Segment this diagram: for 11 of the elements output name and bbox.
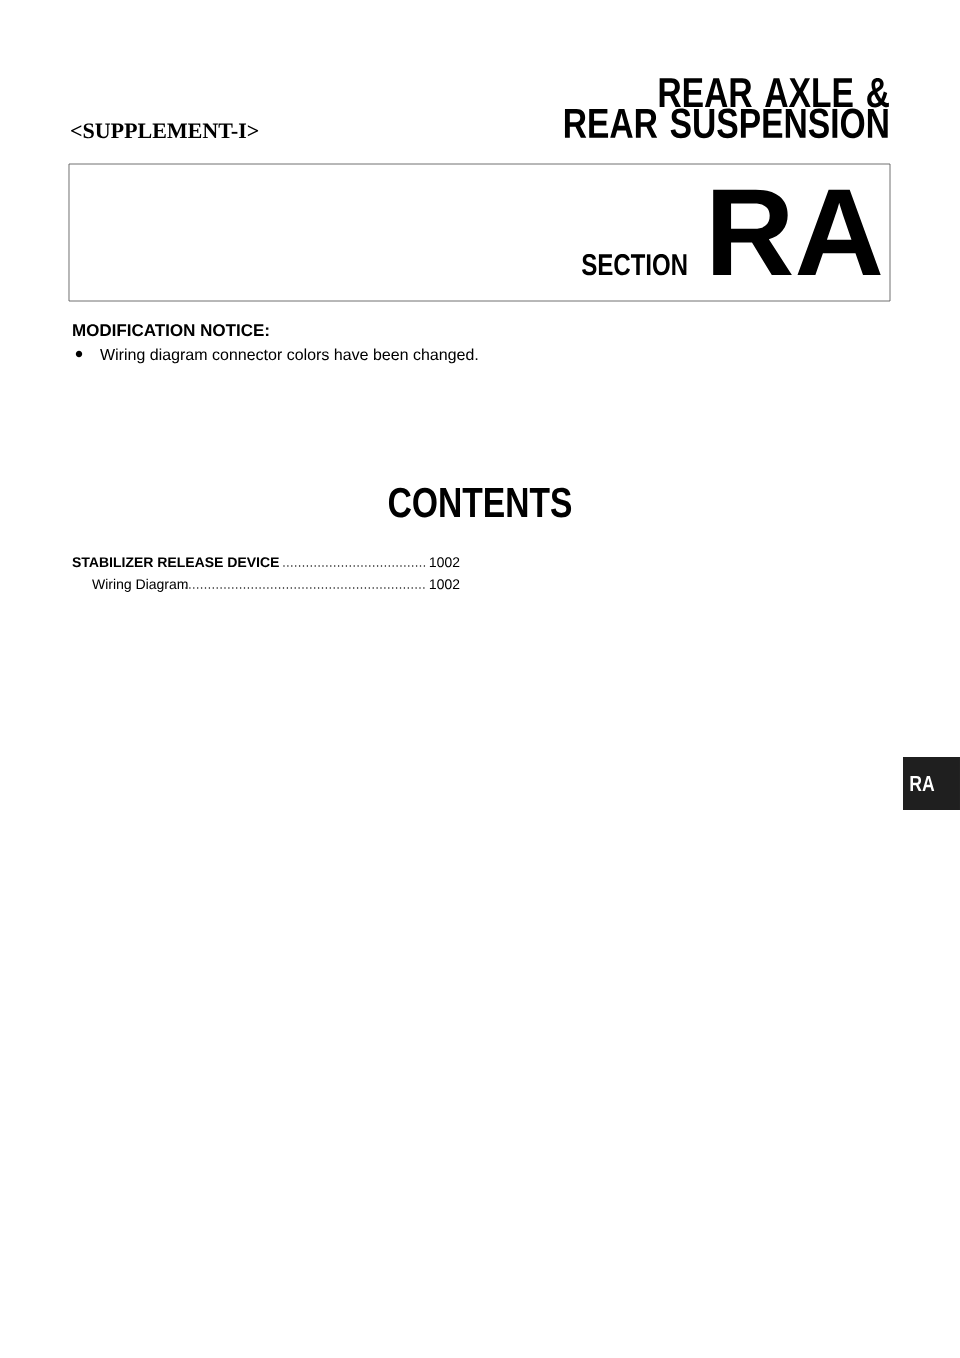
notice-text: Wiring diagram connector colors have been changed. [100,348,478,364]
toc-entry: Wiring Diagram [92,578,188,592]
page-number: 1002 [429,579,460,590]
page-number: 1002 [429,557,460,568]
notice-heading: MODIFICATION NOTICE: [73,324,269,337]
toc-entry: STABILIZER RELEASE DEVICE [72,557,279,568]
section-tab: RA [903,757,960,810]
contents-heading: CONTENTS [389,487,572,518]
section-box: SECTION RA [68,163,891,302]
title: REAR AXLE & REAR SUSPENSION [564,78,889,139]
supplement-heading: <SUPPLEMENT-I> [71,123,259,139]
